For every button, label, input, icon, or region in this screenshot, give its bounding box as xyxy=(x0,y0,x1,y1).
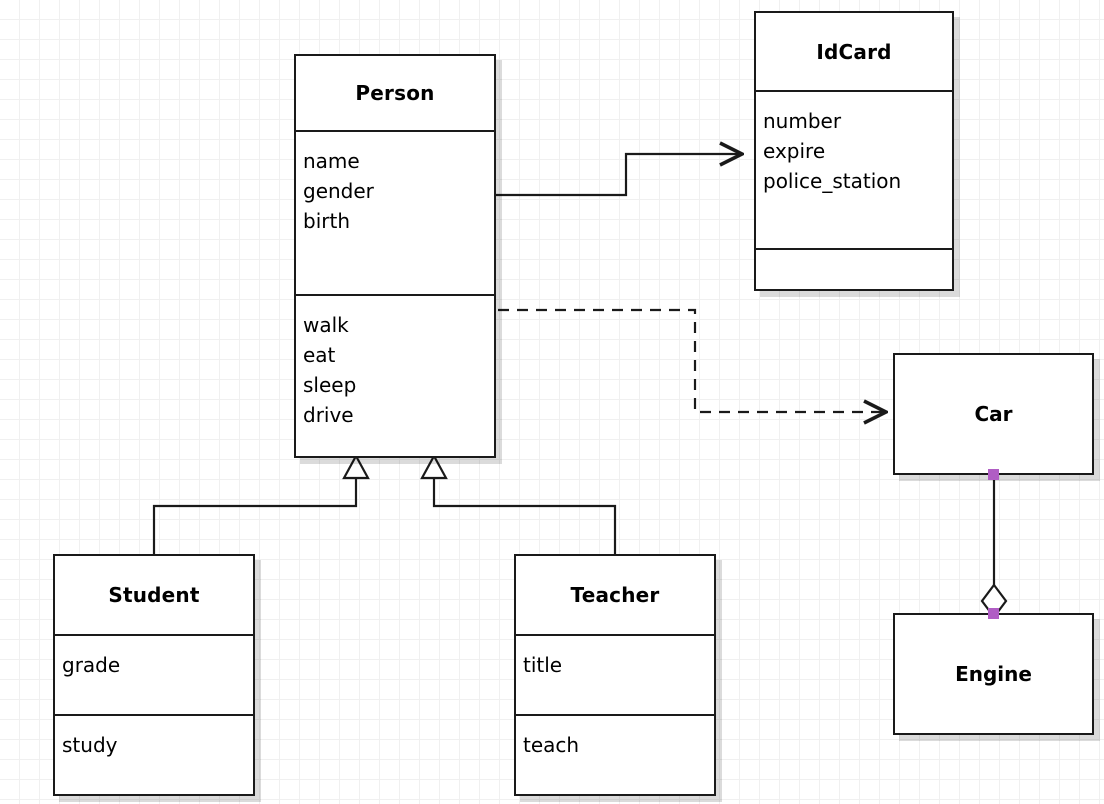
generalization-teacher-person[interactable] xyxy=(420,453,617,554)
class-box-teacher[interactable]: Teacher title teach xyxy=(514,554,716,796)
attribute-item: number xyxy=(763,109,842,133)
attribute-item: name xyxy=(303,149,360,173)
class-header-student: Student xyxy=(55,556,253,634)
class-header-teacher: Teacher xyxy=(516,556,714,634)
class-attributes-idcard: number expire police_station xyxy=(756,90,952,248)
class-name-person: Person xyxy=(355,81,435,105)
method-item: study xyxy=(62,733,118,757)
class-name-idcard: IdCard xyxy=(816,39,892,64)
class-name-student: Student xyxy=(108,583,200,607)
class-name-engine: Engine xyxy=(955,662,1032,686)
class-box-car[interactable]: Car xyxy=(893,353,1094,475)
class-methods-student: study xyxy=(55,714,253,794)
class-box-student[interactable]: Student grade study xyxy=(53,554,255,796)
class-methods-teacher: teach xyxy=(516,714,714,794)
method-item: teach xyxy=(523,733,580,757)
generalization-student-person[interactable] xyxy=(152,453,370,554)
class-header-engine: Engine xyxy=(895,615,1092,733)
class-attributes-teacher: title xyxy=(516,634,714,714)
class-header-person: Person xyxy=(296,56,494,130)
dependency-person-car[interactable] xyxy=(498,308,886,412)
class-box-engine[interactable]: Engine xyxy=(893,613,1094,735)
attribute-item: grade xyxy=(62,653,121,677)
method-item: walk xyxy=(303,313,349,337)
class-attributes-person: name gender birth xyxy=(296,130,494,294)
hollow-triangle-icon xyxy=(420,453,448,480)
class-box-idcard[interactable]: IdCard number expire police_station xyxy=(754,11,954,291)
class-methods-idcard xyxy=(756,248,952,289)
class-methods-person: walk eat sleep drive xyxy=(296,294,494,456)
connector-handle-start[interactable] xyxy=(988,469,999,480)
attribute-item: birth xyxy=(303,209,350,233)
attribute-item: expire xyxy=(763,139,826,163)
class-box-person[interactable]: Person name gender birth walk eat sleep … xyxy=(294,54,496,458)
method-item: drive xyxy=(303,403,354,427)
method-item: eat xyxy=(303,343,336,367)
class-name-car: Car xyxy=(974,402,1013,426)
connector-handle-end[interactable] xyxy=(988,608,999,619)
association-person-idcard[interactable] xyxy=(496,154,742,197)
class-attributes-student: grade xyxy=(55,634,253,714)
class-header-idcard: IdCard xyxy=(756,13,952,90)
class-name-teacher: Teacher xyxy=(570,583,660,607)
attribute-item: title xyxy=(523,653,563,677)
hollow-triangle-icon xyxy=(342,453,370,480)
aggregation-car-engine[interactable] xyxy=(980,477,1008,619)
class-header-car: Car xyxy=(895,355,1092,473)
method-item: sleep xyxy=(303,373,357,397)
attribute-item: police_station xyxy=(763,169,902,193)
attribute-item: gender xyxy=(303,179,374,203)
